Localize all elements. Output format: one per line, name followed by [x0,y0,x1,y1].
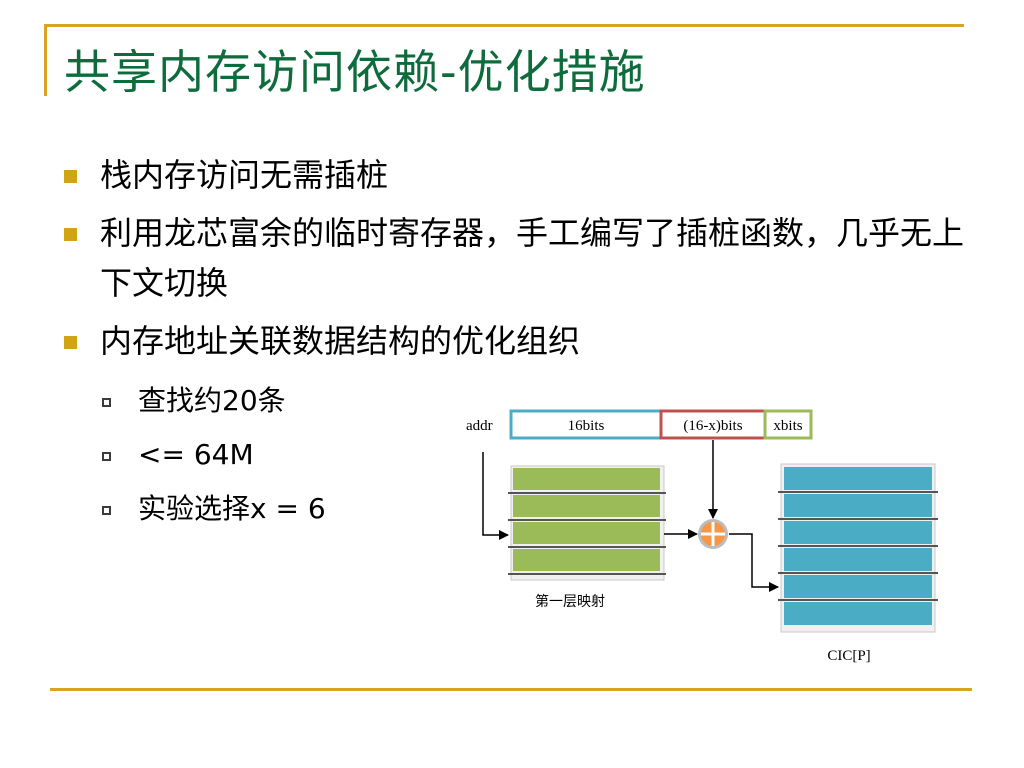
hollow-square-bullet-icon [102,398,111,407]
cic-table-label: CIC[P] [827,648,870,664]
field-xbits [763,409,813,440]
bullet-item: 栈内存访问无需插桩 [62,150,962,200]
bullet-text: 内存地址关联数据结构的优化组织 [100,322,581,360]
bullet-text: 栈内存访问无需插桩 [100,156,389,194]
addr-label: addr [466,418,493,434]
hollow-square-bullet-icon [102,452,111,461]
frame-vertical-line [44,24,47,96]
bullet-text: 利用龙芯富余的临时寄存器，手工编写了插桩函数，几乎无上下文切换 [100,214,965,302]
sub-bullet-item: <= 64M [62,428,962,482]
bullet-item: 利用龙芯富余的临时寄存器，手工编写了插桩函数，几乎无上下文切换 [62,208,980,308]
combine-to-cic-arrow [729,533,779,592]
square-bullet-icon [64,228,77,241]
first-table-label: 第一层映射 [535,593,605,610]
cic-table [778,463,938,633]
field-16-x-bits-label: (16-x)bits [683,418,742,434]
plus-circle-icon [698,519,728,549]
sub-bullet-text: 查找约20条 [138,384,286,417]
slide-title: 共享内存访问依赖-优化措施 [64,45,646,99]
square-bullet-icon [64,170,77,183]
square-bullet-icon [64,336,77,349]
field-16bits [509,409,663,440]
bullet-list: 栈内存访问无需插桩 利用龙芯富余的临时寄存器，手工编写了插桩函数，几乎无上下文切… [62,150,964,536]
first-level-table [508,465,666,581]
frame-bottom-line [50,688,972,691]
addr-to-table-arrow [482,452,509,540]
frame-top-line [44,24,964,27]
field-xbits-label: xbits [773,418,802,434]
sub-bullet-text: <= 64M [138,438,254,471]
sub-bullet-text: 实验选择x = 6 [138,492,326,525]
sub-bullet-item: 查找约20条 [62,374,962,428]
field-16bits-label: 16bits [568,418,605,434]
sub-bullet-item: 实验选择x = 6 [62,482,962,536]
bullet-item: 内存地址关联数据结构的优化组织 [62,316,962,366]
hollow-square-bullet-icon [102,506,111,515]
field-16-x-bits [659,409,767,440]
